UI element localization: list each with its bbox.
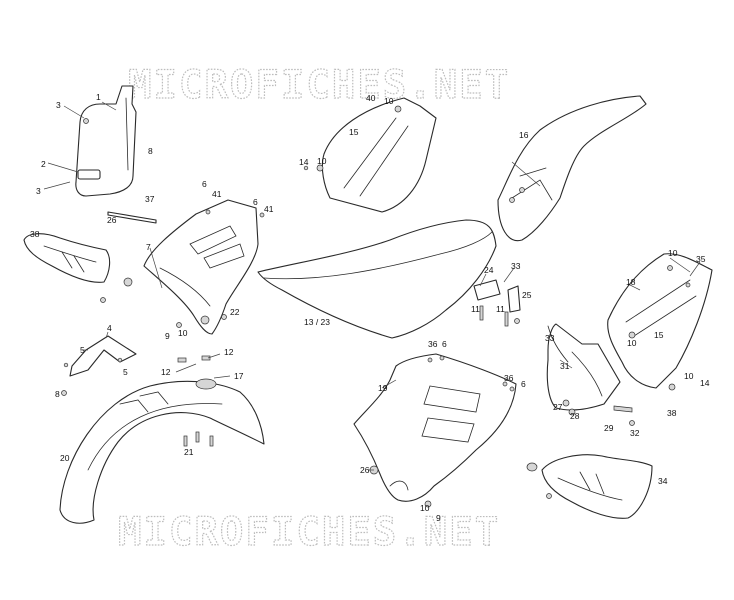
callout-22: 22 [230, 307, 240, 317]
callout-31: 31 [560, 361, 570, 371]
callout-1: 1 [96, 92, 101, 102]
callout-38: 38 [667, 408, 677, 418]
callout-24: 24 [484, 265, 494, 275]
fender-bracket [61, 335, 137, 396]
callout-41: 41 [212, 189, 222, 199]
callout-5: 5 [80, 345, 85, 355]
callout-41: 41 [264, 204, 274, 214]
callout-15: 15 [349, 127, 359, 137]
callout-32: 32 [630, 428, 640, 438]
callout-10: 10 [684, 371, 694, 381]
watermark-top: MICROFICHES.NET [128, 63, 510, 108]
right-radiator-shroud [353, 353, 517, 508]
callout-8: 8 [148, 146, 153, 156]
seat-bracket [473, 279, 521, 327]
callout-14: 14 [700, 378, 710, 388]
rear-fender [497, 95, 647, 242]
callout-27: 27 [553, 402, 563, 412]
callout-10: 10 [384, 96, 394, 106]
callout-labels: 1 2 3 3 4 5 5 6 6 6 6 7 8 8 9 9 10 10 10… [30, 92, 710, 523]
right-side-panel [607, 253, 713, 391]
cable-tube [547, 325, 569, 363]
callout-6: 6 [521, 379, 526, 389]
callout-33: 33 [511, 261, 521, 271]
callout-29: 29 [604, 423, 614, 433]
callout-25: 25 [522, 290, 532, 300]
front-number-plate [75, 85, 137, 197]
callout-17: 17 [234, 371, 244, 381]
callout-4: 4 [107, 323, 112, 333]
callout-28: 28 [570, 411, 580, 421]
callout-14: 14 [299, 157, 309, 167]
callout-26: 26 [360, 465, 370, 475]
callout-10: 10 [420, 503, 430, 513]
callout-10: 10 [627, 338, 637, 348]
callout-7: 7 [146, 242, 151, 252]
front-fender [59, 355, 265, 524]
callout-36: 36 [504, 373, 514, 383]
watermark-bottom: MICROFICHES.NET [118, 510, 500, 555]
callout-10: 10 [178, 328, 188, 338]
callout-11: 11 [496, 304, 505, 314]
left-handguard [23, 233, 133, 303]
callout-12: 12 [161, 367, 171, 377]
callout-35: 35 [696, 254, 706, 264]
callout-26: 26 [107, 215, 117, 225]
callout-9: 9 [436, 513, 441, 523]
leader-lines [43, 101, 701, 471]
callout-9: 9 [165, 331, 170, 341]
callout-18: 18 [626, 277, 636, 287]
callout-13-23: 13 / 23 [304, 317, 330, 327]
callout-20: 20 [60, 453, 70, 463]
callout-37: 37 [145, 194, 155, 204]
callout-3: 3 [56, 100, 61, 110]
callout-6: 6 [202, 179, 207, 189]
callout-34: 34 [658, 476, 668, 486]
callout-11: 11 [471, 304, 480, 314]
callout-16: 16 [519, 130, 529, 140]
callout-6: 6 [253, 197, 258, 207]
left-radiator-shroud [143, 199, 265, 335]
right-side-cover [546, 323, 635, 426]
callout-5: 5 [123, 367, 128, 377]
callout-36: 36 [428, 339, 438, 349]
callout-2: 2 [41, 159, 46, 169]
callout-3: 3 [36, 186, 41, 196]
callout-12: 12 [224, 347, 234, 357]
callout-40: 40 [366, 93, 376, 103]
callout-19: 19 [378, 383, 388, 393]
seat [257, 219, 497, 339]
callout-6: 6 [442, 339, 447, 349]
callout-15: 15 [654, 330, 664, 340]
right-handguard [526, 454, 653, 519]
callout-21: 21 [184, 447, 194, 457]
left-side-panel [303, 97, 437, 213]
callout-33: 33 [545, 333, 555, 343]
callout-10: 10 [317, 156, 327, 166]
callout-38: 38 [30, 229, 40, 239]
callout-8: 8 [55, 389, 60, 399]
support-rod [107, 211, 157, 224]
callout-10: 10 [668, 248, 678, 258]
